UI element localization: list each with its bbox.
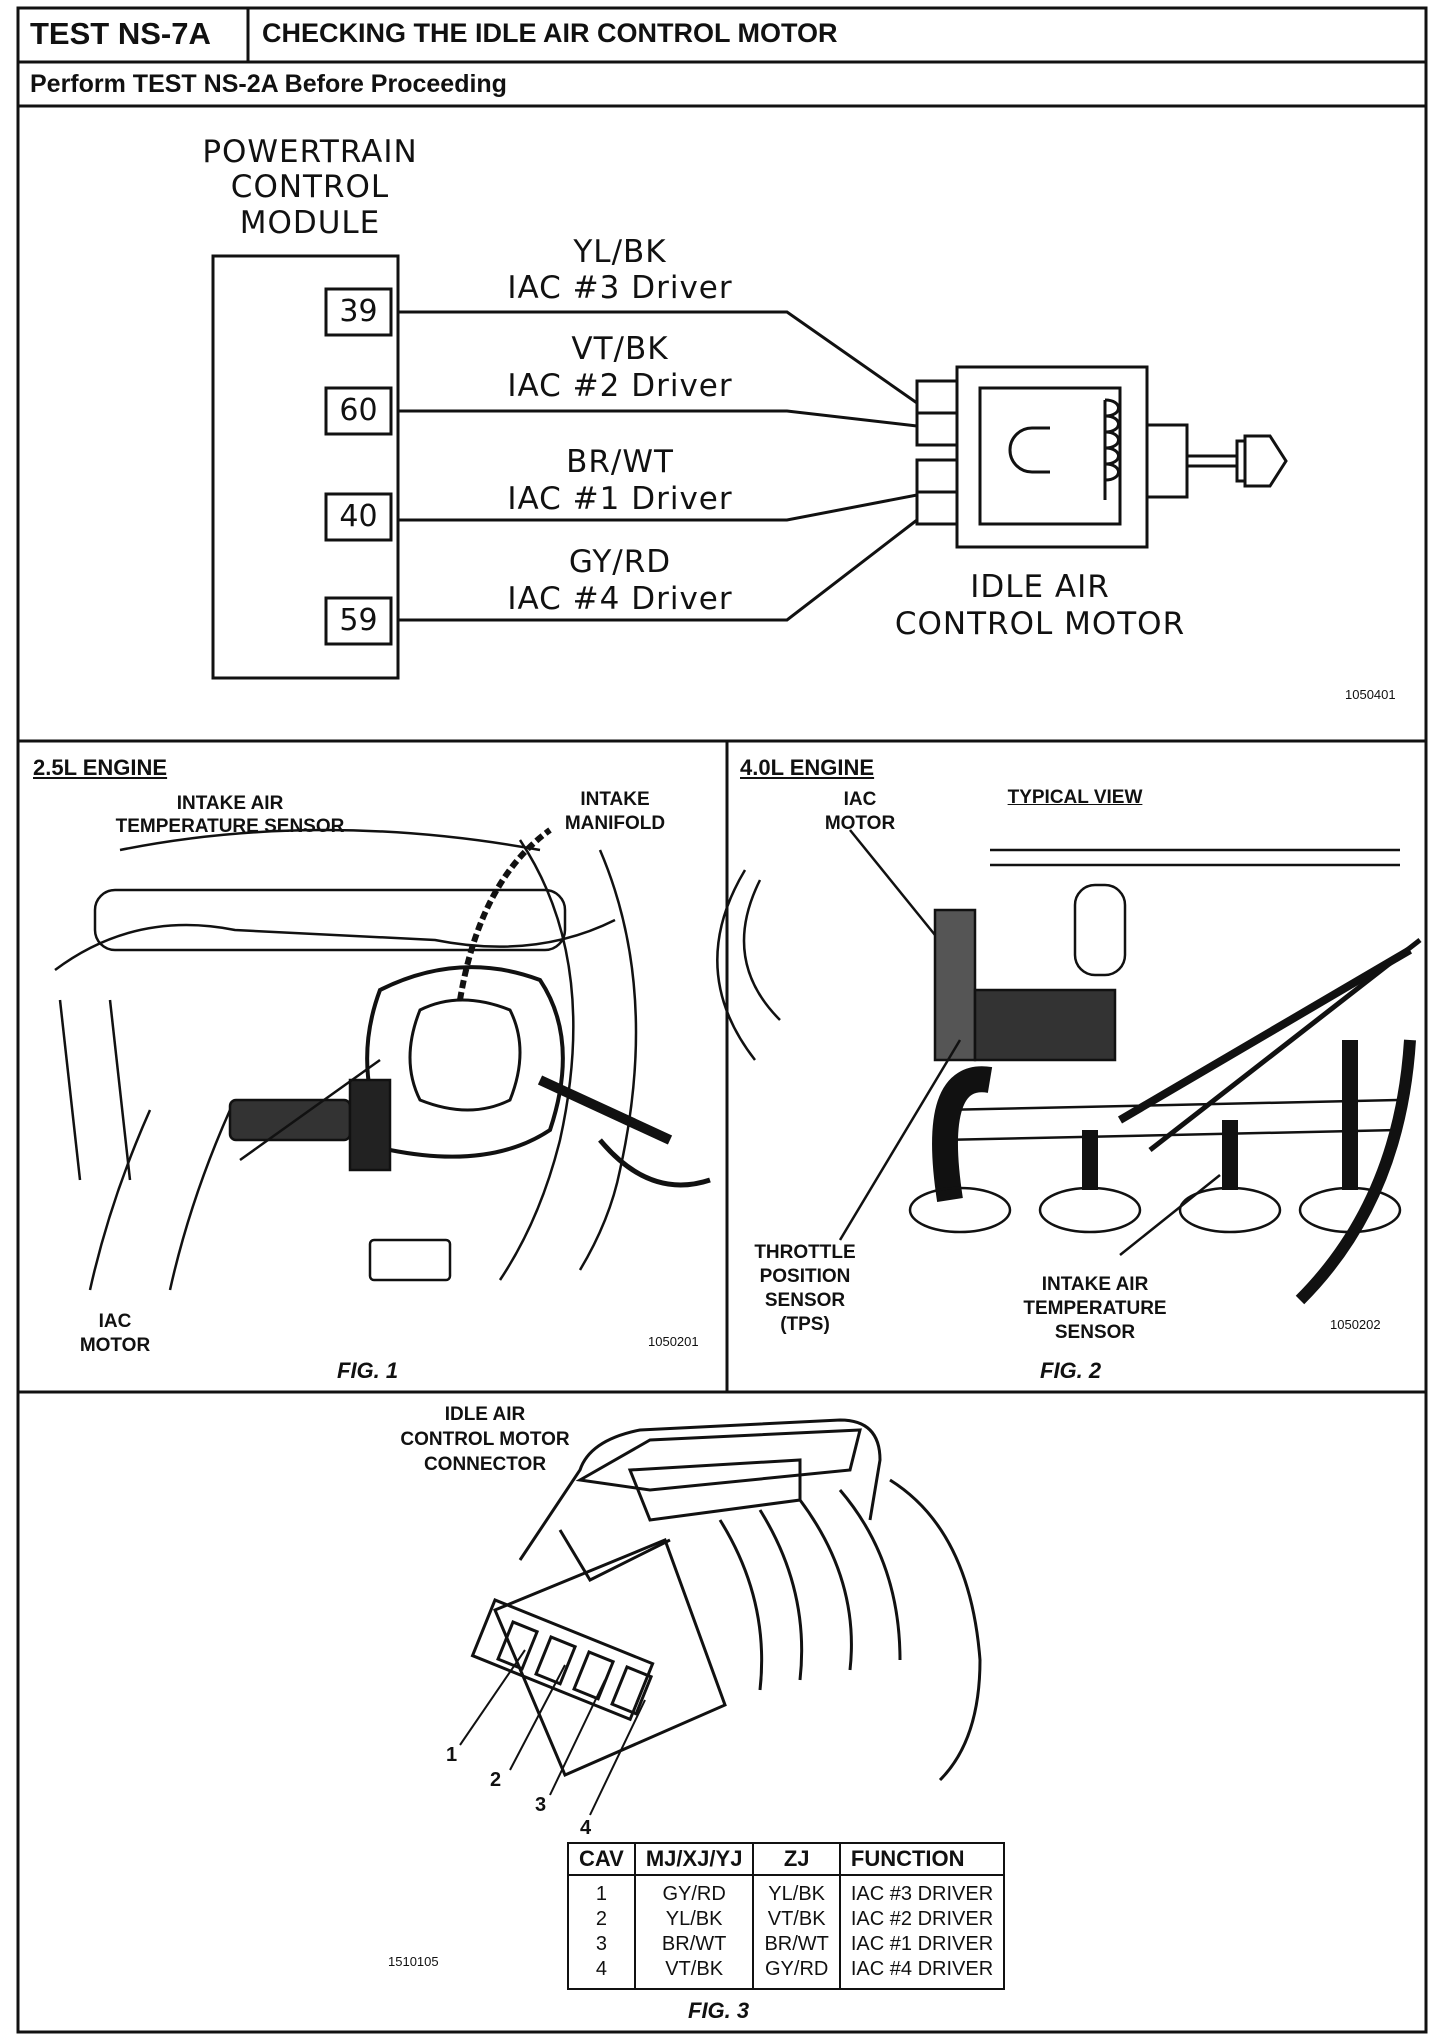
pin-box-39 <box>324 287 393 337</box>
fig1-manifold-label-line2: MANIFOLD <box>564 813 666 834</box>
wire-function-40: IAC #1 Driver <box>507 481 733 517</box>
fig1-section-title: 2.5L ENGINE <box>33 755 168 780</box>
table-cell: VT/BK <box>752 1907 840 1932</box>
wire-60 <box>398 409 918 428</box>
table-cell: 4 <box>595 1958 607 1980</box>
cavity-number-1: 1 <box>446 1744 458 1766</box>
fig2-section-title: 4.0L ENGINE <box>740 755 875 780</box>
pcm-box <box>211 254 400 680</box>
fig2-ref-number: 1050202 <box>1330 1317 1381 1332</box>
table-cell: 2 <box>595 1908 607 1930</box>
fig1-ref-number: 1050201 <box>648 1334 699 1349</box>
fig2-engine-illustration <box>716 829 1422 1305</box>
wiring-diagram <box>211 254 1288 680</box>
table-cell: BR/WT <box>633 1932 754 1957</box>
fig2-iat-label-line2: TEMPERATURE <box>1023 1298 1167 1319</box>
table-cell: IAC #2 DRIVER <box>838 1907 1005 1932</box>
fig1-caption: FIG. 1 <box>337 1358 399 1383</box>
fig3-connector-illustration <box>459 1418 982 1816</box>
wire-39 <box>398 310 918 405</box>
wire-40 <box>398 493 918 522</box>
fig3-ref-number: 1510105 <box>388 1954 439 1969</box>
table-cell: IAC #4 DRIVER <box>838 1957 1005 1989</box>
table-row: 2 YL/BK VT/BK IAC #2 DRIVER <box>568 1907 1005 1932</box>
fig2-iat-label-line3: SENSOR <box>1054 1322 1136 1343</box>
fig1-manifold-label-line1: INTAKE <box>580 789 650 810</box>
table-row: 1 GY/RD YL/BK IAC #3 DRIVER <box>568 1875 1005 1907</box>
pin-40: 40 <box>339 499 378 534</box>
pin-39: 39 <box>339 294 378 329</box>
wire-59 <box>398 518 918 622</box>
wire-function-60: IAC #2 Driver <box>507 368 733 404</box>
fig2-iat-label-line1: INTAKE AIR <box>1041 1274 1149 1295</box>
table-cell: 3 <box>595 1933 607 1955</box>
wire-function-59: IAC #4 Driver <box>507 581 733 617</box>
diagram-ref-number: 1050401 <box>1345 687 1396 702</box>
fig2-tps-label-line4: (TPS) <box>780 1314 830 1335</box>
fig3-connector-label-line3: CONNECTOR <box>423 1454 547 1475</box>
table-row: 4 VT/BK GY/RD IAC #4 DRIVER <box>568 1957 1005 1989</box>
table-cell: YL/BK <box>633 1907 754 1932</box>
wire-function-39: IAC #3 Driver <box>507 270 733 306</box>
pin-box-59 <box>324 596 393 646</box>
fig2-typical-view-label: TYPICAL VIEW <box>1007 787 1143 808</box>
table-cell: IAC #3 DRIVER <box>838 1875 1005 1907</box>
table-cell: 1 <box>595 1883 607 1905</box>
table-header-zj: ZJ <box>752 1842 841 1876</box>
cavity-function-table: CAV MJ/XJ/YJ ZJ FUNCTION 1 GY/RD YL/BK I… <box>567 1842 1006 1990</box>
fig3-connector-label-line2: CONTROL MOTOR <box>400 1429 570 1450</box>
table-cell: IAC #1 DRIVER <box>838 1932 1005 1957</box>
fig1-iac-label-line2: MOTOR <box>79 1335 151 1356</box>
fig1-iac-label-line1: IAC <box>98 1311 132 1332</box>
table-cell: GY/RD <box>633 1875 754 1907</box>
motor-label-line2: CONTROL MOTOR <box>894 606 1186 642</box>
pin-box-40 <box>324 492 393 542</box>
fig2-iac-label-line2: MOTOR <box>824 813 896 834</box>
fig2-tps-label-line3: SENSOR <box>764 1290 846 1311</box>
pcm-label-line2: CONTROL <box>230 169 390 205</box>
table-header-row: CAV MJ/XJ/YJ ZJ FUNCTION <box>567 1842 1006 1876</box>
fig2-iac-label-line1: IAC <box>843 789 877 810</box>
page-title: CHECKING THE IDLE AIR CONTROL MOTOR <box>262 18 838 48</box>
pcm-label-line1: POWERTRAIN <box>202 134 418 170</box>
pin-60: 60 <box>339 393 378 428</box>
fig1-engine-illustration <box>54 827 711 1291</box>
fig3-connector-label-line1: IDLE AIR <box>444 1404 526 1425</box>
cavity-number-2: 2 <box>490 1769 502 1791</box>
table-cell: GY/RD <box>752 1957 840 1989</box>
wire-color-40: BR/WT <box>566 444 674 480</box>
fig2-caption: FIG. 2 <box>1040 1358 1102 1383</box>
table-cell: VT/BK <box>633 1957 754 1989</box>
prerequisite-note: Perform TEST NS-2A Before Proceeding <box>30 70 507 98</box>
pin-box-60 <box>324 386 393 436</box>
table-row: 3 BR/WT BR/WT IAC #1 DRIVER <box>568 1932 1005 1957</box>
table-cell: BR/WT <box>752 1932 840 1957</box>
pin-59: 59 <box>339 603 378 638</box>
cavity-number-4: 4 <box>580 1817 592 1839</box>
pcm-label-line3: MODULE <box>239 205 381 241</box>
table-header-cav: CAV <box>567 1842 636 1876</box>
fig2-tps-label-line2: POSITION <box>759 1266 851 1287</box>
table-header-function: FUNCTION <box>838 1842 1006 1876</box>
fig1-iat-label-line1: INTAKE AIR <box>176 793 284 814</box>
fig1-iat-label-line2: TEMPERATURE SENSOR <box>115 816 345 837</box>
wire-color-39: YL/BK <box>573 234 667 270</box>
motor-label-line1: IDLE AIR <box>970 569 1110 605</box>
wire-color-59: GY/RD <box>568 544 672 580</box>
table-cell: YL/BK <box>752 1875 840 1907</box>
table-header-mjxjyj: MJ/XJ/YJ <box>633 1842 755 1876</box>
fig3-caption: FIG. 3 <box>688 1998 750 2023</box>
fig2-tps-label-line1: THROTTLE <box>754 1242 856 1263</box>
cavity-number-3: 3 <box>535 1794 547 1816</box>
wire-color-60: VT/BK <box>571 331 669 367</box>
test-id: TEST NS-7A <box>30 16 211 51</box>
